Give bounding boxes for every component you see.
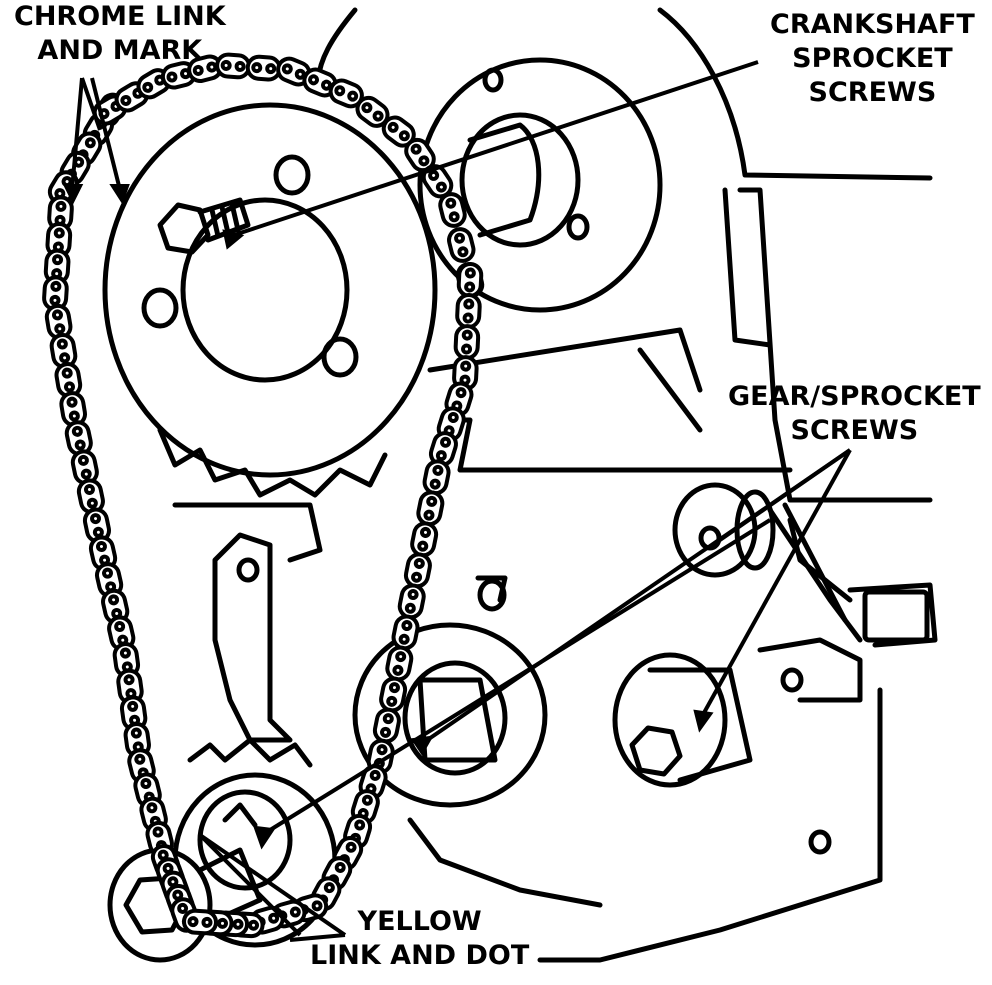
chain-link bbox=[397, 583, 426, 620]
chain-link bbox=[391, 614, 420, 651]
chain-tensioner bbox=[172, 502, 323, 743]
leader-lines bbox=[62, 60, 852, 942]
upper-sprocket bbox=[102, 102, 438, 498]
chain-link bbox=[45, 222, 73, 258]
chain-link bbox=[76, 478, 105, 515]
upper-sprocket-bolt bbox=[157, 197, 251, 255]
chain-link bbox=[182, 908, 218, 936]
callout-yellow-link-line1: YELLOW bbox=[357, 906, 482, 937]
chain-link bbox=[82, 507, 111, 544]
callout-gear-sprocket-screws: GEAR/SPROCKET SCREWS bbox=[728, 380, 981, 448]
chain-link bbox=[422, 459, 451, 496]
callout-chrome-link-line2: AND MARK bbox=[37, 35, 203, 66]
chain-link bbox=[453, 324, 481, 361]
callout-chrome-link: CHROME LINK AND MARK bbox=[14, 0, 226, 68]
callout-gear-sprocket-line1: GEAR/SPROCKET bbox=[728, 381, 981, 412]
chain-link bbox=[447, 227, 476, 263]
chain-link bbox=[88, 535, 118, 572]
chain-link bbox=[438, 192, 467, 228]
callout-chrome-link-line1: CHROME LINK bbox=[14, 1, 226, 32]
callout-crankshaft-sprocket-screws: CRANKSHAFT SPROCKET SCREWS bbox=[770, 8, 975, 110]
chain-link bbox=[456, 262, 484, 298]
chain-link bbox=[410, 521, 439, 558]
engine-block-outline bbox=[315, 7, 938, 963]
chain-link bbox=[44, 303, 73, 340]
chain-link bbox=[403, 552, 432, 589]
chain-link bbox=[101, 588, 130, 625]
chain-links bbox=[42, 52, 485, 939]
chain-link bbox=[54, 362, 83, 398]
cam-gear-background bbox=[417, 57, 663, 313]
callout-crankshaft-line3: SCREWS bbox=[808, 77, 937, 108]
callout-gear-sprocket-line2: SCREWS bbox=[790, 415, 919, 446]
chain-link bbox=[372, 707, 401, 744]
chain-link bbox=[94, 562, 124, 598]
chain-link bbox=[416, 490, 445, 527]
chain-link bbox=[379, 676, 408, 713]
callout-yellow-link-and-dot: YELLOW LINK AND DOT bbox=[310, 905, 529, 973]
chain-link bbox=[245, 54, 282, 82]
chain-link bbox=[428, 431, 458, 467]
chain-link bbox=[187, 54, 223, 83]
chain-link bbox=[112, 642, 141, 678]
chain-link bbox=[328, 78, 364, 109]
chain-link bbox=[455, 293, 482, 330]
chain-link bbox=[355, 95, 390, 128]
chain-link bbox=[64, 420, 93, 457]
callout-crankshaft-line2: SPROCKET bbox=[792, 43, 953, 74]
callout-crankshaft-line1: CRANKSHAFT bbox=[770, 9, 975, 40]
callout-yellow-link-line2: LINK AND DOT bbox=[310, 940, 530, 971]
chain-link bbox=[385, 645, 414, 682]
chain-link bbox=[421, 164, 454, 199]
